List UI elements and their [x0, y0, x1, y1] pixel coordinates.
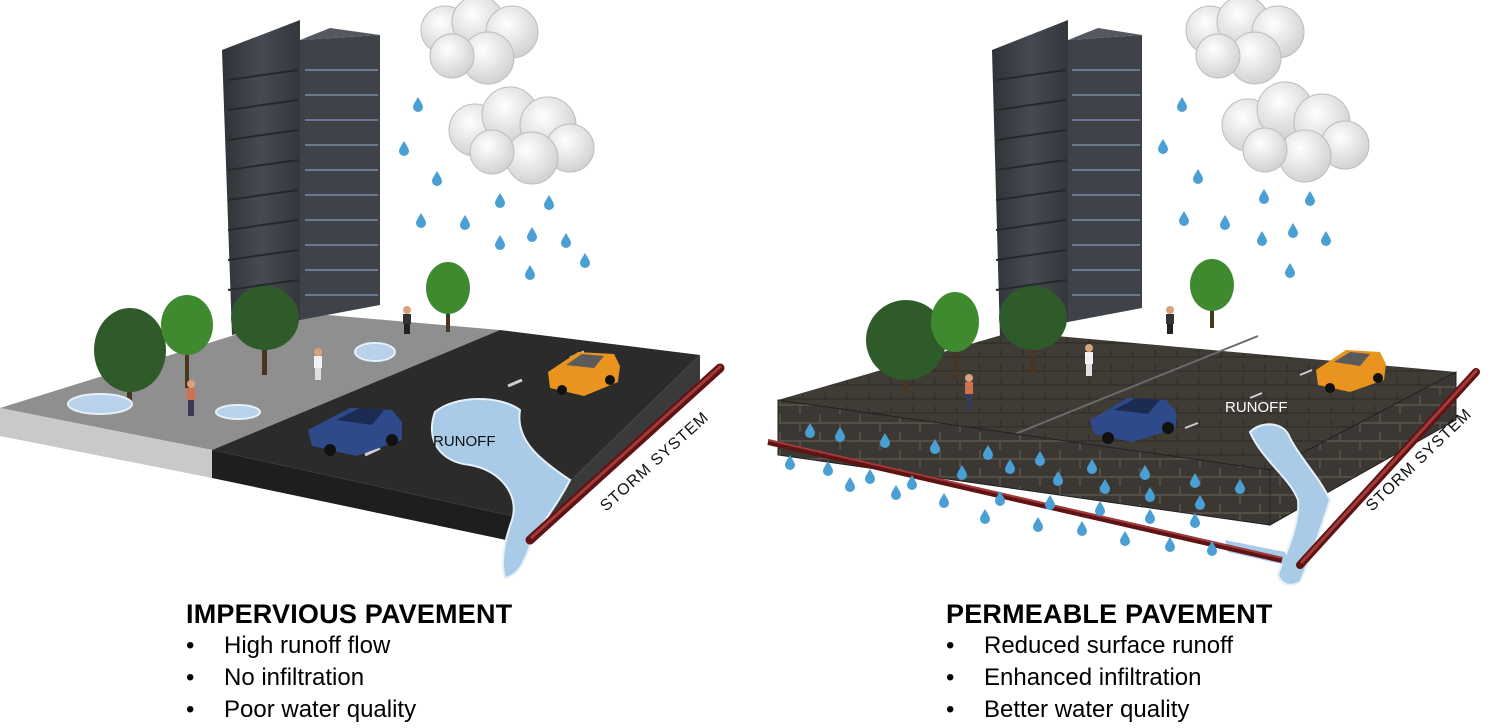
permeable-bullets: • Reduced surface runoff • Enhanced infilt…: [946, 630, 1273, 726]
permeable-title: PERMEABLE PAVEMENT: [946, 599, 1273, 629]
car-blue: [308, 408, 402, 456]
pedestrian-2: [314, 348, 322, 380]
pedestrian-6: [1166, 306, 1174, 334]
tree-dark-2: [231, 286, 299, 375]
bullet-text: No infiltration: [224, 664, 365, 691]
impervious-bullets: • High runoff flow • No infiltration • Poor…: [186, 630, 512, 726]
pedestrian-4: [965, 374, 973, 410]
impervious-bullet-1: • High runoff flow: [186, 630, 512, 662]
runoff-label: RUNOFF: [433, 433, 496, 450]
bullet-dot: •: [946, 664, 955, 691]
bullet-text: Reduced surface runoff: [984, 632, 1234, 659]
bullet-dot: •: [186, 696, 195, 723]
permeable-bullet-1: • Reduced surface runoff: [946, 630, 1273, 662]
permeable-caption: PERMEABLE PAVEMENT • Reduced surface runo…: [946, 598, 1273, 726]
bullet-text: Better water quality: [984, 696, 1190, 723]
tree-green-3: [931, 292, 979, 380]
storm-pipe-right: [1296, 368, 1480, 569]
tree-green-4: [1190, 259, 1234, 328]
bullet-dot: •: [186, 632, 195, 659]
sidewalk-road-divider: [999, 335, 1259, 441]
pedestrian-1: [187, 380, 195, 416]
bullet-text: Enhanced infiltration: [984, 664, 1202, 691]
runoff-flow-permeable: [1248, 423, 1332, 586]
sidewalk-slab-side: [0, 408, 212, 478]
car-orange-right: [1316, 350, 1386, 393]
impervious-caption: IMPERVIOUS PAVEMENT • High runoff flow • N…: [186, 598, 512, 726]
car-blue-right: [1090, 398, 1176, 444]
runoff-label-permeable: RUNOFF: [1225, 399, 1288, 416]
permeable-panel: RUNOFF STORM SYSTEM: [767, 0, 1480, 586]
tree-dark-1: [94, 308, 166, 402]
building: [222, 20, 380, 335]
storm-pipe-front: [767, 439, 1283, 563]
bullet-dot: •: [186, 664, 195, 691]
cloud-1: [420, 0, 539, 85]
permeable-bullet-3: • Better water quality: [946, 694, 1273, 726]
bullet-text: High runoff flow: [224, 632, 391, 659]
cloud-4: [1221, 81, 1370, 183]
road-slab-front: [212, 450, 530, 545]
bullet-dot: •: [946, 696, 955, 723]
tree-dark-4: [999, 286, 1067, 372]
car-orange: [548, 352, 620, 396]
impervious-panel: RUNOFF STORM SYSTEM: [0, 0, 725, 580]
building-right: [992, 20, 1142, 338]
puddles: [67, 342, 396, 420]
pedestrian-3: [403, 306, 411, 334]
impervious-title: IMPERVIOUS PAVEMENT: [186, 599, 513, 629]
tree-green-2: [426, 262, 470, 332]
cloud-3: [1185, 0, 1305, 85]
cloud-2: [448, 86, 595, 185]
impervious-bullet-3: • Poor water quality: [186, 694, 512, 726]
tree-green-1: [161, 295, 213, 388]
tree-dark-3: [866, 300, 946, 394]
bullet-text: Poor water quality: [224, 696, 417, 723]
bullet-dot: •: [946, 632, 955, 659]
pedestrian-5: [1085, 344, 1093, 376]
lane-markings-permeable: [1184, 369, 1313, 429]
impervious-bullet-2: • No infiltration: [186, 662, 512, 694]
storm-pipe: [525, 363, 725, 545]
permeable-bullet-2: • Enhanced infiltration: [946, 662, 1273, 694]
